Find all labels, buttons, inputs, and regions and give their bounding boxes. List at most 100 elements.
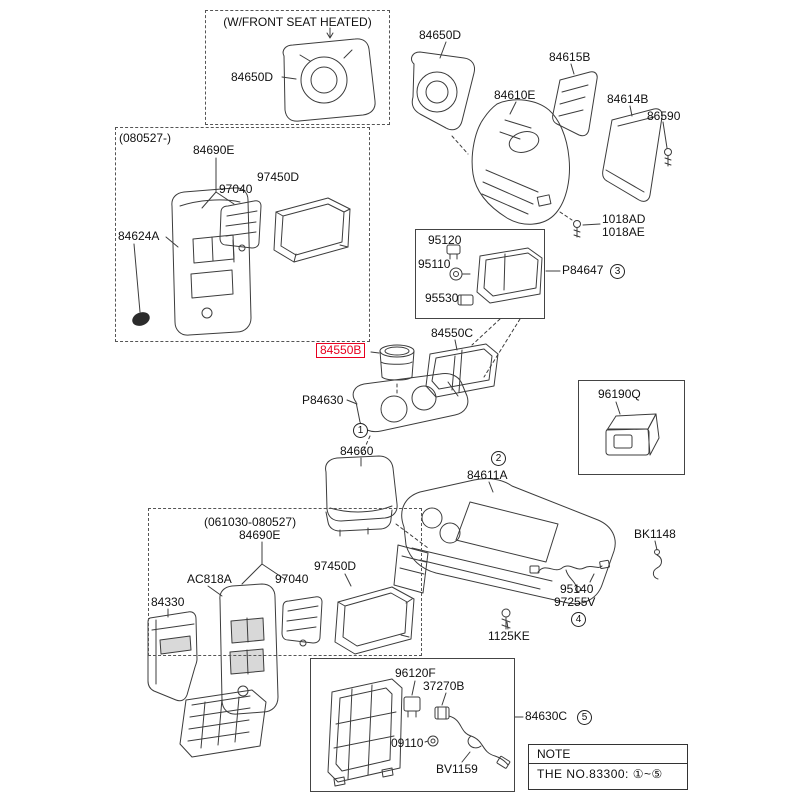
leader-84611a (488, 481, 494, 493)
label-1125ke[interactable]: 1125KE (488, 629, 530, 643)
label-37270b[interactable]: 37270B (423, 679, 465, 693)
label-bv1159[interactable]: BV1159 (436, 762, 478, 776)
group-box-96190q (578, 380, 685, 475)
part-illustration-p84630 (352, 373, 469, 433)
callout-2: 2 (491, 451, 506, 466)
part-illustration-95140-harness (529, 559, 610, 592)
part-illustration-84550c (425, 343, 499, 398)
leader-1018 (582, 223, 601, 226)
part-illustration-1018 (573, 220, 581, 238)
part-illustration-ac818a-grille (179, 689, 267, 758)
part-illustration-84650d-heated (282, 27, 376, 122)
label-96120f[interactable]: 96120F (395, 666, 436, 680)
group-box-080527 (115, 127, 370, 342)
axis-armrest-console (395, 523, 429, 549)
label-96190q[interactable]: 96190Q (598, 387, 641, 401)
group-caption-heated: (W/FRONT SEAT HEATED) (223, 15, 372, 29)
part-illustration-95530 (457, 294, 474, 306)
callout-1: 1 (353, 423, 368, 438)
axis-cover-console (451, 135, 469, 155)
part-illustration-96120f-bracket (327, 678, 403, 787)
label-84624a[interactable]: 84624A (118, 229, 160, 243)
note-title: NOTE (529, 745, 687, 764)
callout-5: 5 (577, 710, 592, 725)
note-body: THE NO.83300: ①~⑤ (537, 767, 663, 781)
label-84550b-highlighted[interactable]: 84550B (316, 343, 366, 358)
leader-84624a-cap (133, 243, 141, 313)
part-illustration-84330 (147, 611, 198, 702)
label-09110[interactable]: 09110 (391, 736, 424, 750)
axis-cover-armrest (361, 435, 371, 455)
group-box-p84647 (415, 229, 545, 319)
label-p84630[interactable]: P84630 (302, 393, 344, 407)
label-97040-a[interactable]: 97040 (219, 182, 253, 196)
label-86590[interactable]: 86590 (647, 109, 681, 123)
leader-84614b (629, 105, 633, 117)
label-84615b[interactable]: 84615B (549, 50, 591, 64)
label-97040-b[interactable]: 97040 (275, 572, 309, 586)
part-illustration-37270b (434, 706, 450, 720)
label-84690e-a[interactable]: 84690E (193, 143, 235, 157)
label-84660[interactable]: 84660 (340, 444, 374, 458)
part-illustration-84660 (325, 455, 398, 537)
label-p84647[interactable]: P84647 (562, 263, 604, 277)
leader-p84630 (346, 399, 358, 405)
label-95120[interactable]: 95120 (428, 233, 462, 247)
part-illustration-84650d (411, 41, 475, 131)
leader-09110 (424, 740, 429, 743)
label-84330[interactable]: 84330 (151, 595, 185, 609)
leader-97450d-b (344, 573, 352, 587)
label-84610e[interactable]: 84610E (494, 88, 536, 102)
part-illustration-84550b (379, 344, 415, 381)
leader-84550c (454, 339, 458, 351)
part-illustration-96190q (605, 413, 660, 456)
label-84650d-heated[interactable]: 84650D (231, 70, 274, 84)
label-95110[interactable]: 95110 (418, 257, 451, 271)
leader-96120f (411, 680, 416, 696)
label-84611a[interactable]: 84611A (467, 468, 508, 482)
axis-box-tray (471, 318, 501, 346)
leader-84690e-b (241, 541, 287, 585)
label-84630c[interactable]: 84630C (525, 709, 568, 723)
part-illustration-84614b (602, 108, 663, 202)
label-84690e-b[interactable]: 84690E (239, 528, 281, 542)
label-95140[interactable]: 95140 (560, 582, 594, 596)
callout-3: 3 (610, 264, 625, 279)
leader-ac818a (207, 585, 223, 597)
leader-84650d-a (281, 76, 297, 80)
part-illustration-95110 (449, 267, 471, 281)
label-ac818a[interactable]: AC818A (187, 572, 232, 586)
label-97450d-a[interactable]: 97450D (257, 170, 300, 184)
label-95530[interactable]: 95530 (425, 291, 459, 305)
label-bk1148[interactable]: BK1148 (634, 527, 676, 541)
group-box-061030 (148, 508, 422, 656)
leader-bv1159 (461, 751, 471, 763)
part-illustration-84610e (471, 99, 570, 225)
part-illustration-95120 (446, 244, 461, 260)
part-illustration-1125ke (501, 608, 511, 630)
group-caption-061030: (061030-080527) (204, 515, 297, 529)
leader-95140 (589, 573, 595, 583)
group-box-front-seat-heated: (W/FRONT SEAT HEATED) (205, 10, 390, 125)
part-illustration-bv1159 (448, 715, 511, 769)
label-84550c[interactable]: 84550C (431, 326, 474, 340)
label-97255v[interactable]: 97255V (554, 595, 596, 609)
part-illustration-96120f-switch (403, 696, 421, 718)
label-1018ae[interactable]: 1018AE (602, 225, 645, 239)
leader-84610e (509, 101, 517, 115)
note-box: NOTE THE NO.83300: ①~⑤ (528, 744, 688, 790)
label-1018ad[interactable]: 1018AD (602, 212, 646, 226)
part-illustration-p84647-tray (476, 247, 543, 304)
group-caption-080527: (080527-) (119, 131, 172, 145)
label-84650d[interactable]: 84650D (419, 28, 462, 42)
label-97450d-b[interactable]: 97450D (314, 559, 357, 573)
group-box-96120f (310, 658, 515, 792)
label-84614b[interactable]: 84614B (607, 92, 649, 106)
part-illustration-84624a-cap (132, 312, 150, 326)
leader-86590 (662, 121, 668, 149)
part-illustration-84615b (552, 71, 598, 137)
leader-37270b (441, 692, 447, 706)
leader-84550b (370, 351, 380, 354)
